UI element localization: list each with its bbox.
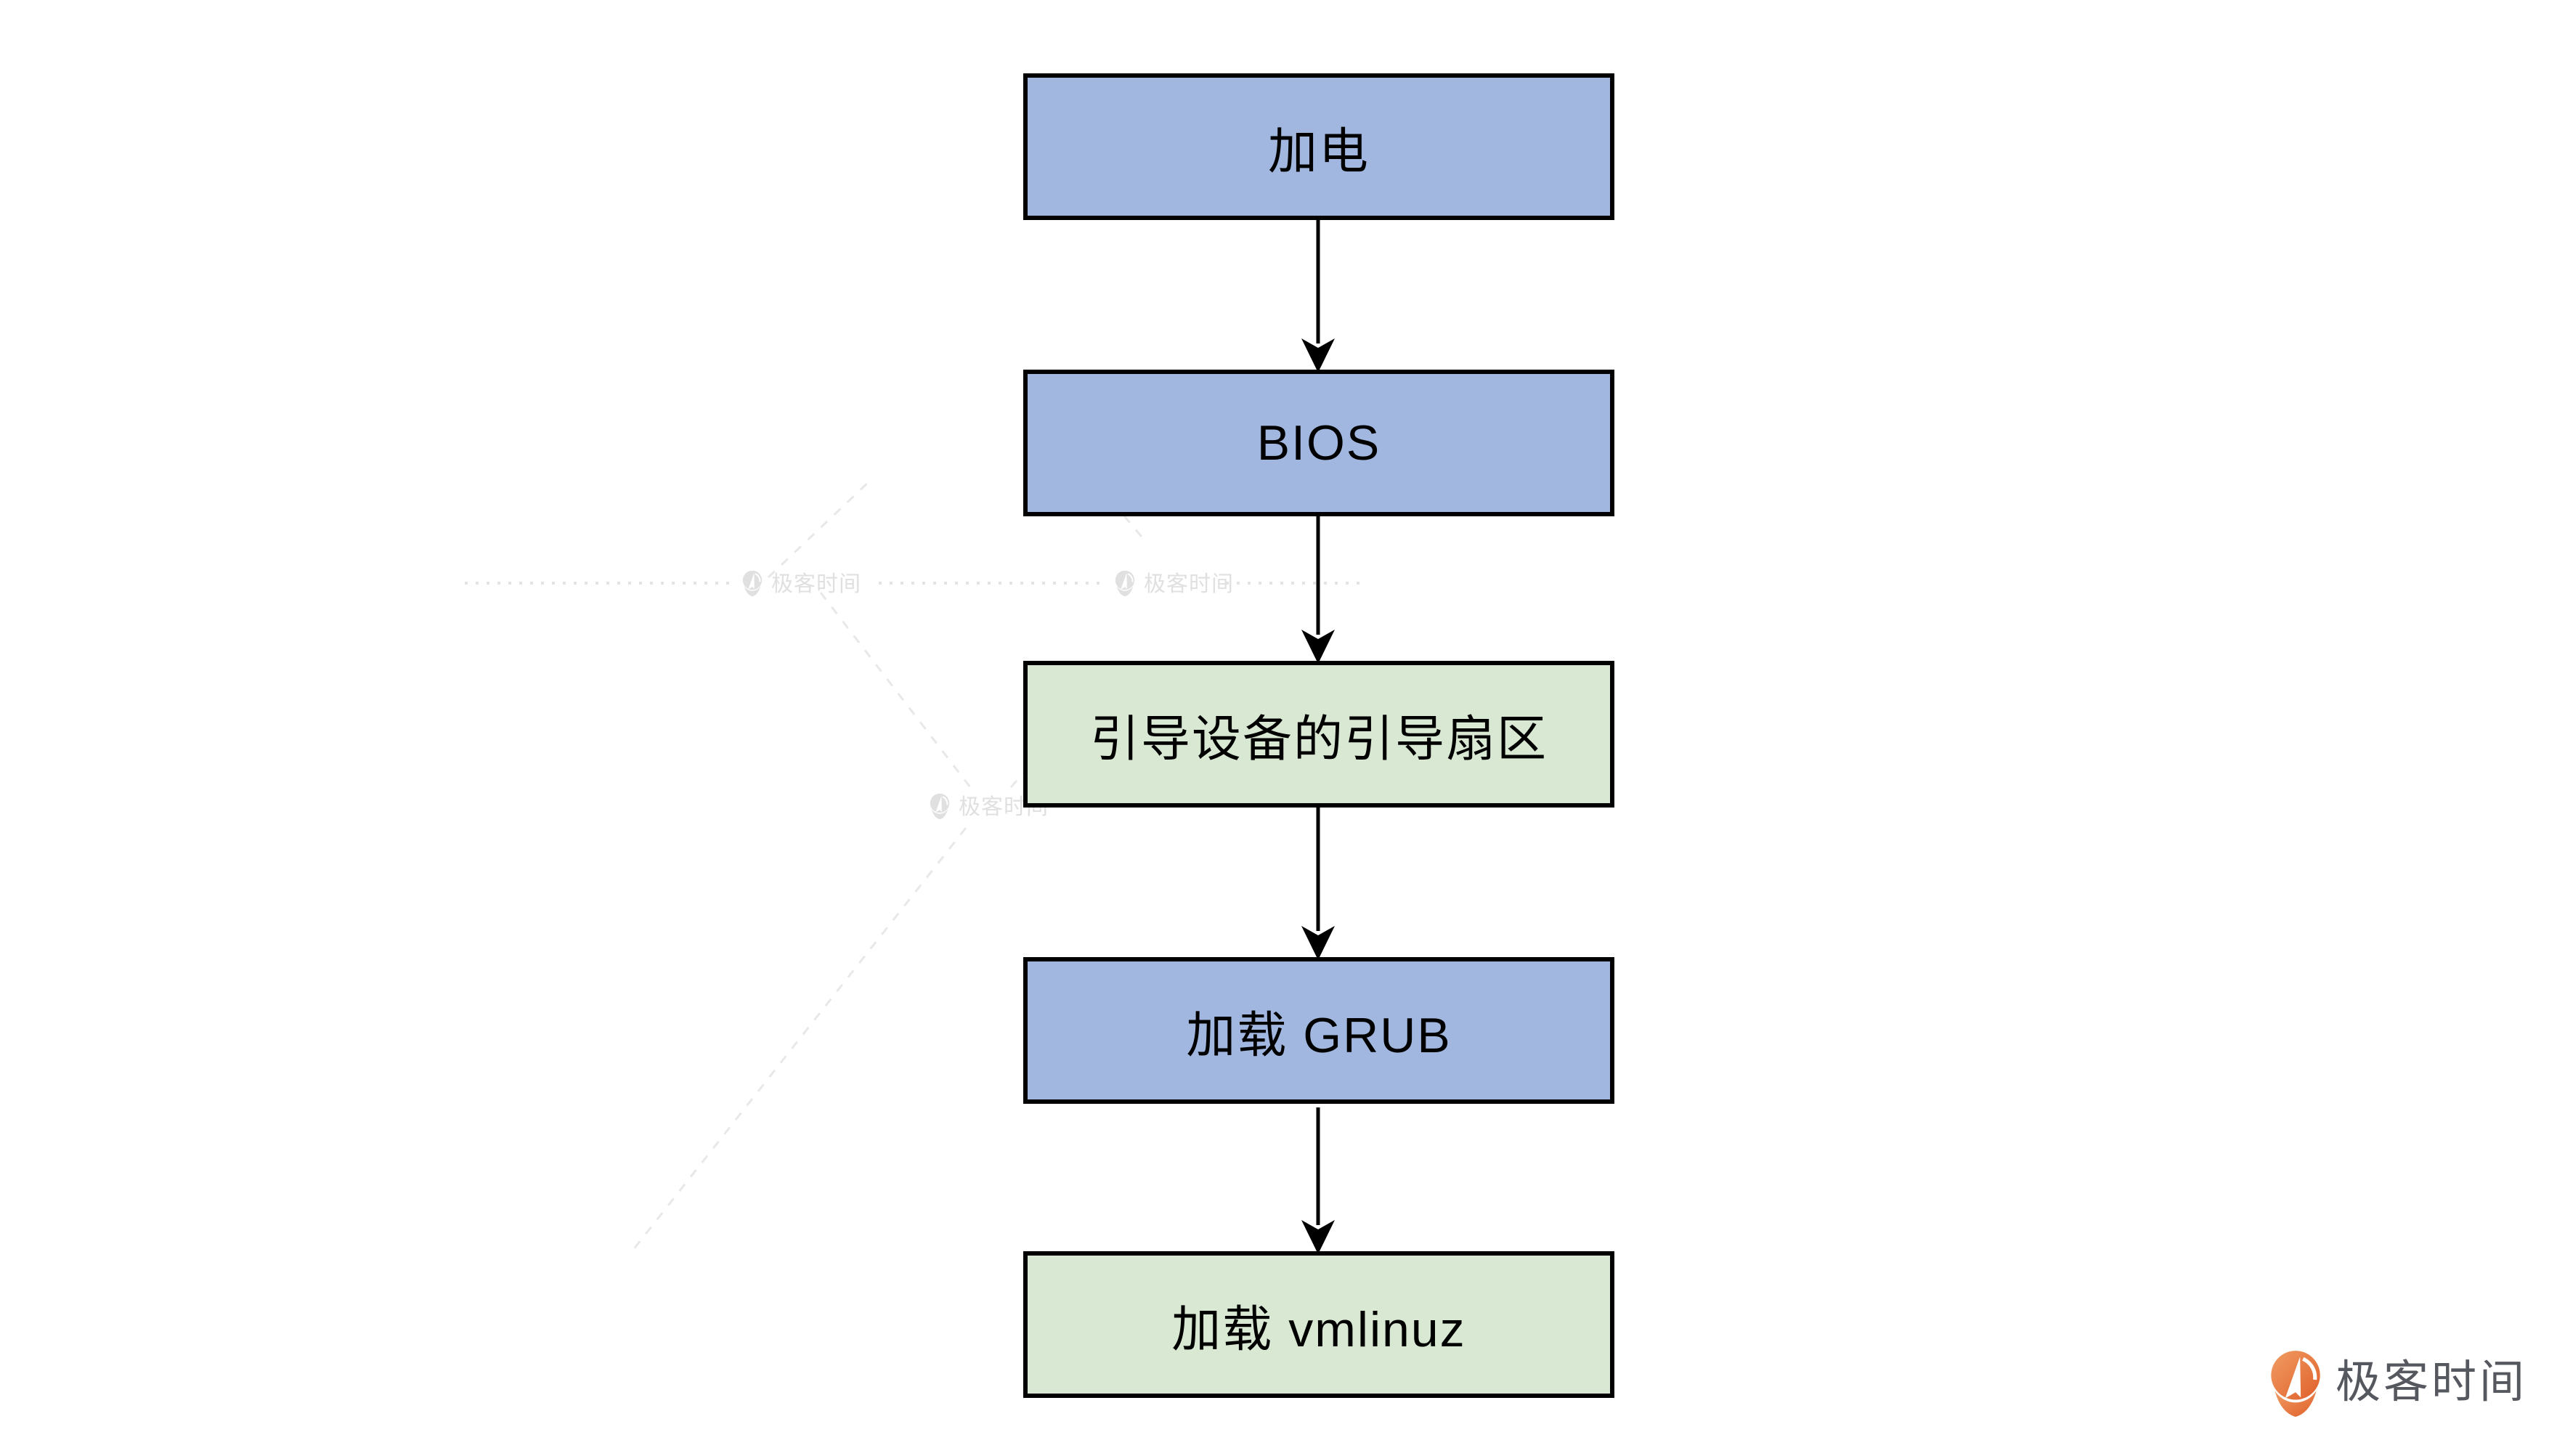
flow-node-bios: BIOS bbox=[1023, 370, 1614, 516]
flow-node-load-grub: 加载 GRUB bbox=[1023, 957, 1614, 1104]
watermark-logo-text: 极客时间 bbox=[771, 572, 861, 596]
flow-node-label: BIOS bbox=[1256, 415, 1381, 471]
flow-node-label: 加电 bbox=[1267, 123, 1370, 179]
flow-node-label: 加载 GRUB bbox=[1186, 1007, 1452, 1063]
arrow-grub-to-vmlinuz bbox=[1301, 1107, 1335, 1254]
watermark-logo-1: 极客时间 bbox=[741, 569, 861, 597]
geektime-brand-text: 极客时间 bbox=[2336, 1357, 2528, 1407]
arrow-bootsector-to-grub bbox=[1301, 808, 1335, 960]
watermark-logo-2: 极客时间 bbox=[1114, 569, 1234, 597]
flow-node-power-on: 加电 bbox=[1023, 73, 1614, 220]
flow-node-boot-sector: 引导设备的引导扇区 bbox=[1023, 661, 1614, 808]
geektime-brand: 极客时间 bbox=[2266, 1348, 2527, 1418]
watermark-logo-text: 极客时间 bbox=[1144, 572, 1234, 596]
arrow-power-to-bios bbox=[1301, 220, 1335, 373]
flow-node-load-vmlinuz: 加载 vmlinuz bbox=[1023, 1251, 1614, 1398]
flow-node-label: 引导设备的引导扇区 bbox=[1089, 711, 1548, 767]
arrow-bios-to-bootsector bbox=[1301, 516, 1335, 664]
geektime-pin-icon bbox=[2271, 1351, 2320, 1417]
flow-node-label: 加载 vmlinuz bbox=[1171, 1301, 1466, 1357]
